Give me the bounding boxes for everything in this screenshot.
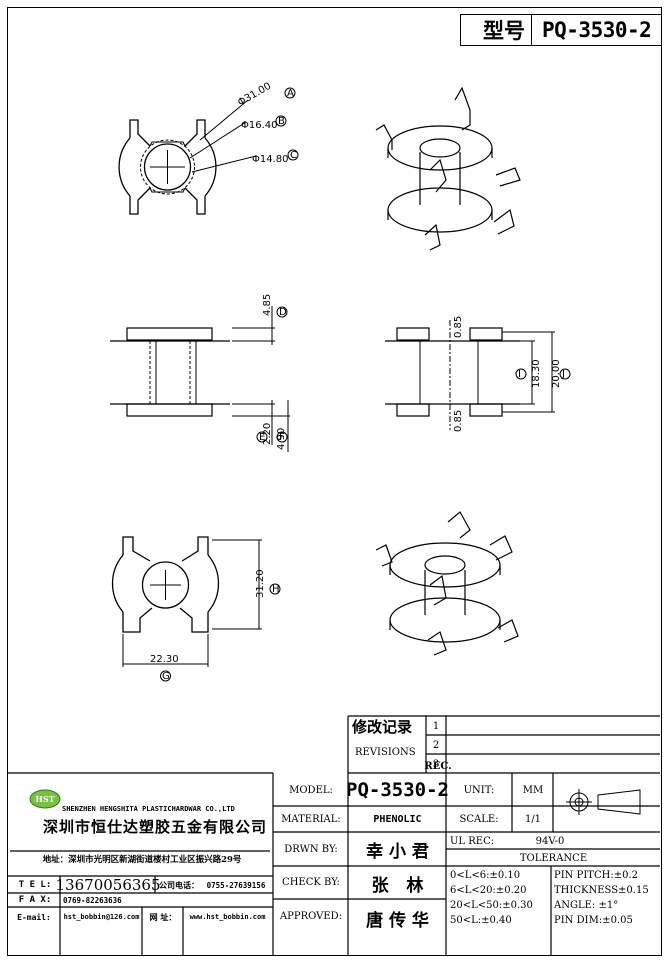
revisions-title-en: REVISIONS <box>355 746 416 758</box>
web-value: www.hst_bobbin.com <box>189 913 266 921</box>
model-value: PQ-3530-2 <box>346 779 449 801</box>
unit-label: UNIT: <box>463 784 495 796</box>
tol-3: 20<L<50:±0.30 <box>450 899 533 911</box>
dim-c: Φ14.80 <box>252 154 289 165</box>
scale-value: 1/1 <box>524 813 542 825</box>
tel-label: T E L: <box>18 880 52 890</box>
drawn-value: 幸 小 君 <box>366 841 429 862</box>
revision-row-3: 3 <box>432 758 440 770</box>
tol-1: 0<L<6:±0.10 <box>450 869 521 881</box>
pin-pitch: PIN PITCH:±0.2 <box>554 869 638 881</box>
dim-side-top: 0.85 <box>453 316 464 338</box>
dim-j: 20.00 <box>551 359 562 388</box>
marker-c: C <box>290 150 297 161</box>
tol-2: 6<L<20:±0.20 <box>450 884 527 896</box>
web-label: 网 址： <box>149 911 177 922</box>
company-tel-label: 公司电话： <box>159 879 199 890</box>
ul-label: UL REC: <box>450 835 495 847</box>
dim-g: 22.30 <box>150 654 179 665</box>
drawing-frame <box>7 7 662 956</box>
scale-label: SCALE: <box>459 813 499 825</box>
top-view <box>118 87 299 215</box>
email-value: hst_bobbin@126.com <box>63 913 140 921</box>
dim-i: 18.30 <box>531 359 542 388</box>
isometric-view-top <box>375 86 521 251</box>
email-label: E-mail: <box>17 912 51 922</box>
side-view <box>385 320 571 430</box>
revisions-title-cn: 修改记录 <box>352 718 413 736</box>
approved-label: APPROVED: <box>279 910 343 922</box>
model-title-value: PQ-3530-2 <box>531 15 652 45</box>
revision-row-2: 2 <box>432 739 440 751</box>
model-title-box: 型号 PQ-3530-2 <box>460 14 662 46</box>
fax-label: F A X: <box>18 895 52 905</box>
marker-a: A <box>287 88 294 99</box>
model-label: MODEL: <box>289 784 333 796</box>
marker-d: D <box>279 307 287 318</box>
front-view <box>110 306 290 452</box>
dim-d: 4.85 <box>262 294 273 316</box>
marker-g: G <box>162 671 170 682</box>
dim-b: Φ16.40 <box>241 120 278 131</box>
tel-value: 13670056365 <box>55 875 161 894</box>
company-logo-text: HST <box>35 794 55 804</box>
pin-dim: PIN DIM:±0.05 <box>554 914 633 926</box>
marker-j: J <box>561 369 565 380</box>
company-address: 地址：深圳市光明区新湖街道楼村工业区振兴路29号 <box>42 855 242 865</box>
revisions-rec: REC. <box>424 760 452 772</box>
fax-value: 0769-82263636 <box>63 895 122 905</box>
material-label: MATERIAL: <box>281 813 341 825</box>
unit-value: MM <box>522 784 544 796</box>
marker-b: B <box>278 116 285 127</box>
dim-f: 4.90 <box>276 428 287 450</box>
company-name-en: SHENZHEN HENGSHITA PLASTICHARDWAR CO.,LT… <box>62 805 235 813</box>
marker-h: H <box>272 584 280 595</box>
ul-value: 94V-0 <box>535 835 565 847</box>
dim-side-bottom: 0.85 <box>453 410 464 432</box>
marker-f: F <box>279 432 285 443</box>
company-tel-value: 0755-27639156 <box>206 880 266 890</box>
title-block-lines <box>7 715 660 955</box>
dim-e: 2.20 <box>262 423 273 445</box>
company-logo <box>29 789 61 809</box>
projection-symbol <box>566 789 641 815</box>
check-label: CHECK BY: <box>282 876 340 888</box>
tol-4: 50<L:±0.40 <box>450 914 512 926</box>
approved-value: 唐 传 华 <box>366 910 429 931</box>
company-name-cn: 深圳市恒仕达塑胶五金有限公司 <box>42 817 267 836</box>
drawn-label: DRWN BY: <box>284 843 338 855</box>
dim-a: Φ31.00 <box>236 81 273 109</box>
material-value: PHENOLIC <box>373 813 422 825</box>
angle: ANGLE: ±1° <box>554 899 619 911</box>
dim-h: 31.20 <box>255 569 266 598</box>
revision-row-1: 1 <box>432 720 440 732</box>
marker-e: E <box>259 432 265 443</box>
check-value: 张 林 <box>371 875 424 896</box>
bottom-view <box>111 536 281 682</box>
isometric-view-bottom <box>375 511 519 656</box>
marker-i: I <box>518 369 521 380</box>
thickness: THICKNESS±0.15 <box>554 884 649 896</box>
model-title-label: 型号 <box>483 19 525 43</box>
tolerance-label: TOLERANCE <box>519 852 588 864</box>
